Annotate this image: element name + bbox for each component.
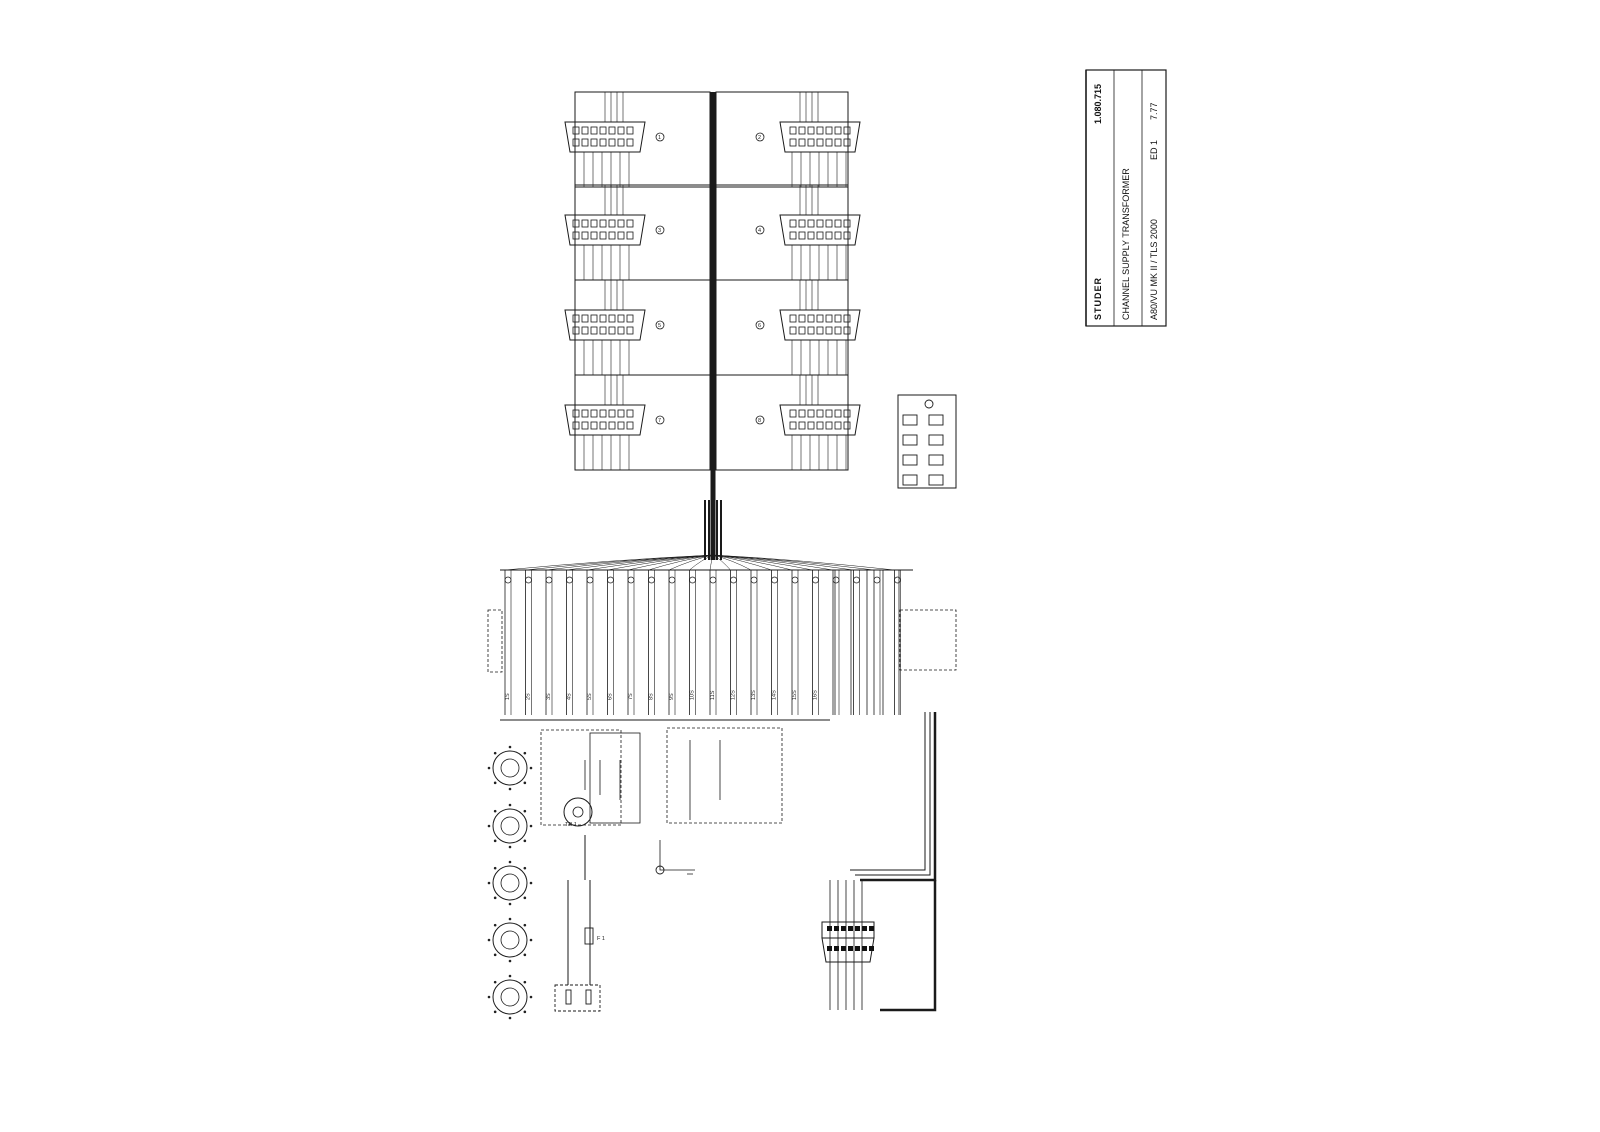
plug-marker-right: 4 [758, 228, 761, 234]
harness-label: 10S [690, 690, 696, 700]
wiring-harness: 1S 2S 3S 4S 5S 6S 7S 8S 9S 10S 11S 12S 13S 14S 15S 16S [487, 554, 957, 721]
plug-marker-right: 6 [758, 323, 761, 329]
harness-label: 11S [710, 690, 716, 700]
mains-input: F 1 [554, 835, 695, 1012]
connector-pin [841, 946, 846, 951]
harness-label: 12S [731, 690, 737, 700]
harness-label: 15S [792, 690, 798, 700]
din-connector-column [487, 745, 533, 1020]
din-connector [487, 803, 533, 849]
plug-block-left: 1 [564, 91, 711, 188]
plug-block-right: 8 [715, 374, 861, 471]
plug-marker-right: 2 [758, 135, 761, 141]
din-connector [487, 745, 533, 791]
harness-label: 7S [628, 693, 634, 700]
harness-label: 14S [772, 690, 778, 700]
harness-label: 2S [526, 693, 532, 700]
connector-pin [862, 946, 867, 951]
model-text: A80/VU MK II / TLS 2000 [1149, 219, 1159, 320]
plug-block-left: 5 [564, 279, 711, 376]
title-block: STUDER 1.080.715 CHANNEL SUPPLY TRANSFOR… [1085, 69, 1167, 327]
connector-plug-grid: 1 2 3 4 5 6 7 8 [564, 91, 861, 471]
connector-pin [869, 926, 874, 931]
date-text: 7.77 [1149, 102, 1159, 120]
drawing-number: 1.080.715 [1093, 84, 1103, 124]
plug-block-right: 2 [715, 91, 861, 188]
din-connector [487, 974, 533, 1020]
plug-block-right: 4 [715, 184, 861, 281]
plug-marker-left: 3 [658, 228, 661, 234]
harness-label: 16S [813, 690, 819, 700]
plug-marker-left: 1 [658, 135, 661, 141]
harness-label: 1S [505, 693, 511, 700]
transformer-section: TR 1 [540, 727, 783, 828]
harness-label: 9S [669, 693, 675, 700]
harness-label: 5S [587, 693, 593, 700]
bottom-connector [821, 880, 875, 1010]
connector-pin [848, 946, 853, 951]
drawing-title: CHANNEL SUPPLY TRANSFORMER [1121, 168, 1131, 320]
plug-block-left: 3 [564, 184, 711, 281]
plug-marker-right: 8 [758, 418, 761, 424]
din-connector [487, 860, 533, 906]
connector-pin [855, 946, 860, 951]
fuse-label: F 1 [597, 936, 605, 942]
connector-pin [862, 926, 867, 931]
harness-label: 13S [751, 690, 757, 700]
plug-block-right: 6 [715, 279, 861, 376]
plug-block-left: 7 [564, 374, 711, 471]
studer-logo: STUDER [1093, 277, 1103, 320]
harness-label: 6S [608, 693, 614, 700]
din-connector [487, 917, 533, 963]
harness-label: 4S [567, 693, 573, 700]
connector-pin [834, 946, 839, 951]
connector-pin [841, 926, 846, 931]
lower-bundle [850, 712, 937, 1012]
connector-pin [827, 946, 832, 951]
plug-marker-left: 7 [658, 418, 661, 424]
connector-pin [869, 946, 874, 951]
edition-text: ED 1 [1149, 140, 1159, 160]
connector-pin [848, 926, 853, 931]
transformer-label: TR 1 [565, 822, 577, 828]
connector-legend-box [897, 394, 957, 489]
connector-pin [855, 926, 860, 931]
harness-label: 8S [649, 693, 655, 700]
connector-pin [827, 926, 832, 931]
main-harness-bus [704, 92, 722, 560]
harness-label: 3S [546, 693, 552, 700]
connector-pin [834, 926, 839, 931]
plug-marker-left: 5 [658, 323, 661, 329]
